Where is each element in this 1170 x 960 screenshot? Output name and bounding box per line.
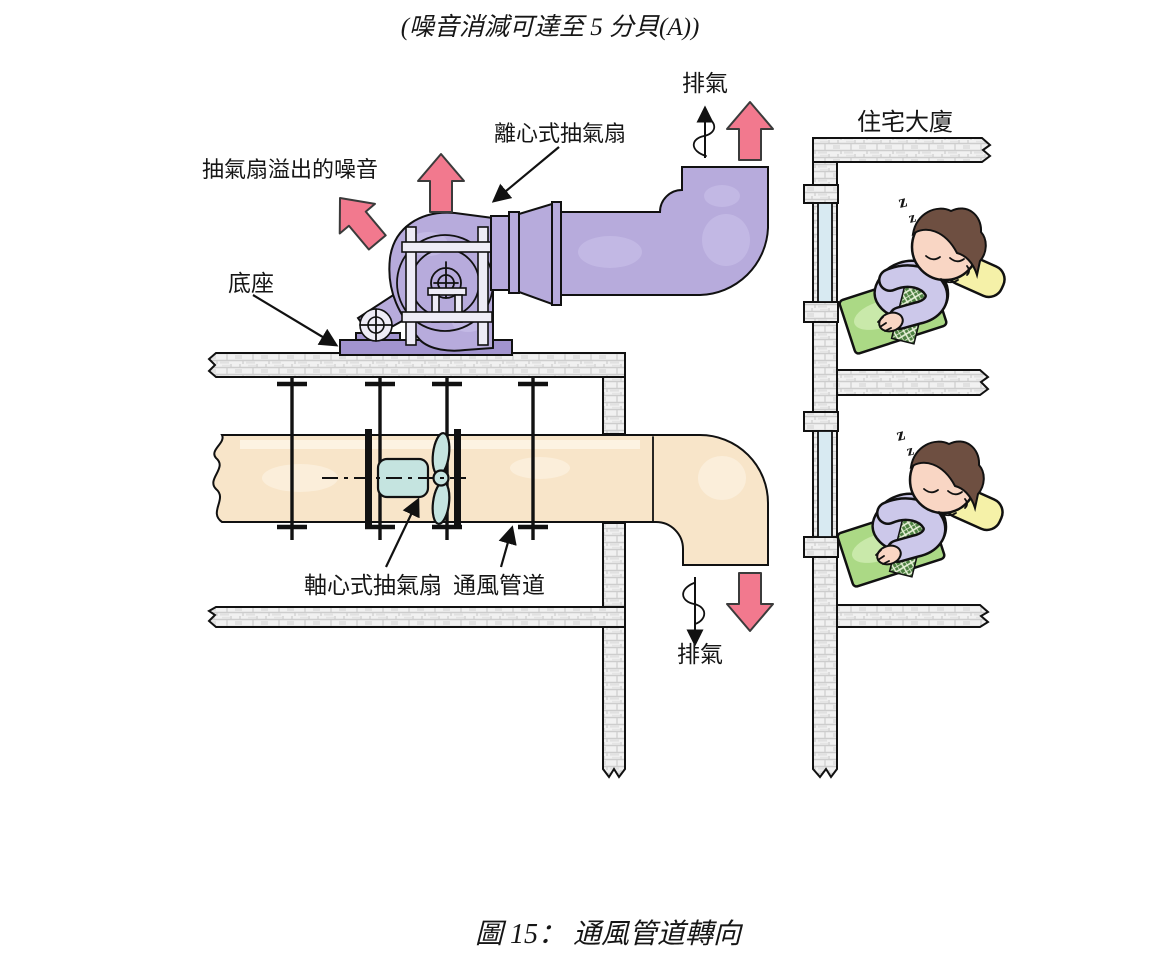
label-duct: 通風管道 — [453, 573, 545, 598]
diagram-labels: 抽氣扇溢出的噪音 離心式抽氣扇 排氣 底座 住宅大廈 軸心式抽氣扇 通風管道 排… — [202, 71, 953, 667]
centrifugal-fan-assembly — [339, 166, 769, 356]
window-glass — [817, 430, 833, 538]
shaft-pedestal — [427, 287, 467, 323]
airflow-spiral-down-icon — [682, 577, 706, 647]
window-glass — [817, 202, 833, 303]
ventilation-duct — [212, 434, 769, 566]
top-caption: (噪音消減可達至 5 分貝(A)) — [401, 13, 700, 41]
duct-leader — [498, 525, 517, 568]
label-building: 住宅大廈 — [857, 109, 953, 136]
label-axial-fan: 軸心式抽氣扇 — [304, 573, 442, 598]
label-exhaust-bottom: 排氣 — [677, 642, 723, 667]
label-centrifugal-fan: 離心式抽氣扇 — [494, 121, 626, 146]
top-slab — [812, 137, 992, 163]
hanger-rod — [277, 377, 307, 540]
sleeper-lower-floor — [837, 424, 1007, 588]
exhaust-duct-upper — [560, 166, 769, 296]
base-leader — [252, 294, 339, 347]
floor-slab-1 — [836, 369, 990, 396]
floor-slab-2 — [836, 604, 990, 628]
roof-slab — [207, 352, 626, 378]
residential-building — [803, 137, 992, 779]
noise-arrow-up-icon — [417, 153, 465, 213]
wall-beam-block — [803, 301, 839, 323]
label-base: 底座 — [228, 271, 274, 296]
wall-mid — [602, 522, 626, 608]
exhaust-arrow-up-icon — [726, 101, 774, 161]
exhaust-arrow-down-icon — [726, 572, 774, 632]
axial-fan-leader — [385, 497, 420, 568]
motor-pulley-icon — [359, 308, 393, 342]
outlet-flange — [508, 211, 520, 294]
label-fan-noise: 抽氣扇溢出的噪音 — [202, 157, 378, 182]
outlet-collar — [490, 215, 511, 291]
centrifugal-fan-leader — [491, 146, 560, 203]
noise-arrow-diagonal-icon — [321, 182, 396, 259]
machine-room-structure — [207, 352, 626, 779]
transition-cone — [518, 202, 553, 306]
axial-fan — [322, 432, 472, 525]
hanger-rod — [518, 377, 548, 540]
wall-beam-block — [803, 536, 839, 558]
sleeper-upper-floor — [839, 191, 1009, 355]
wall-beam-block — [803, 184, 839, 204]
leader-arrows — [252, 146, 560, 568]
floor-slab — [207, 606, 626, 628]
airflow-spiral-up-icon — [692, 105, 716, 158]
wall-lower — [602, 626, 626, 779]
wall-upper — [602, 376, 626, 435]
duct-flange-large — [551, 201, 562, 306]
wall-beam-block — [803, 411, 839, 432]
duct-body — [212, 434, 769, 566]
figure-caption: 圖 15： 通風管道轉向 — [475, 919, 744, 950]
label-exhaust-top: 排氣 — [682, 71, 728, 96]
